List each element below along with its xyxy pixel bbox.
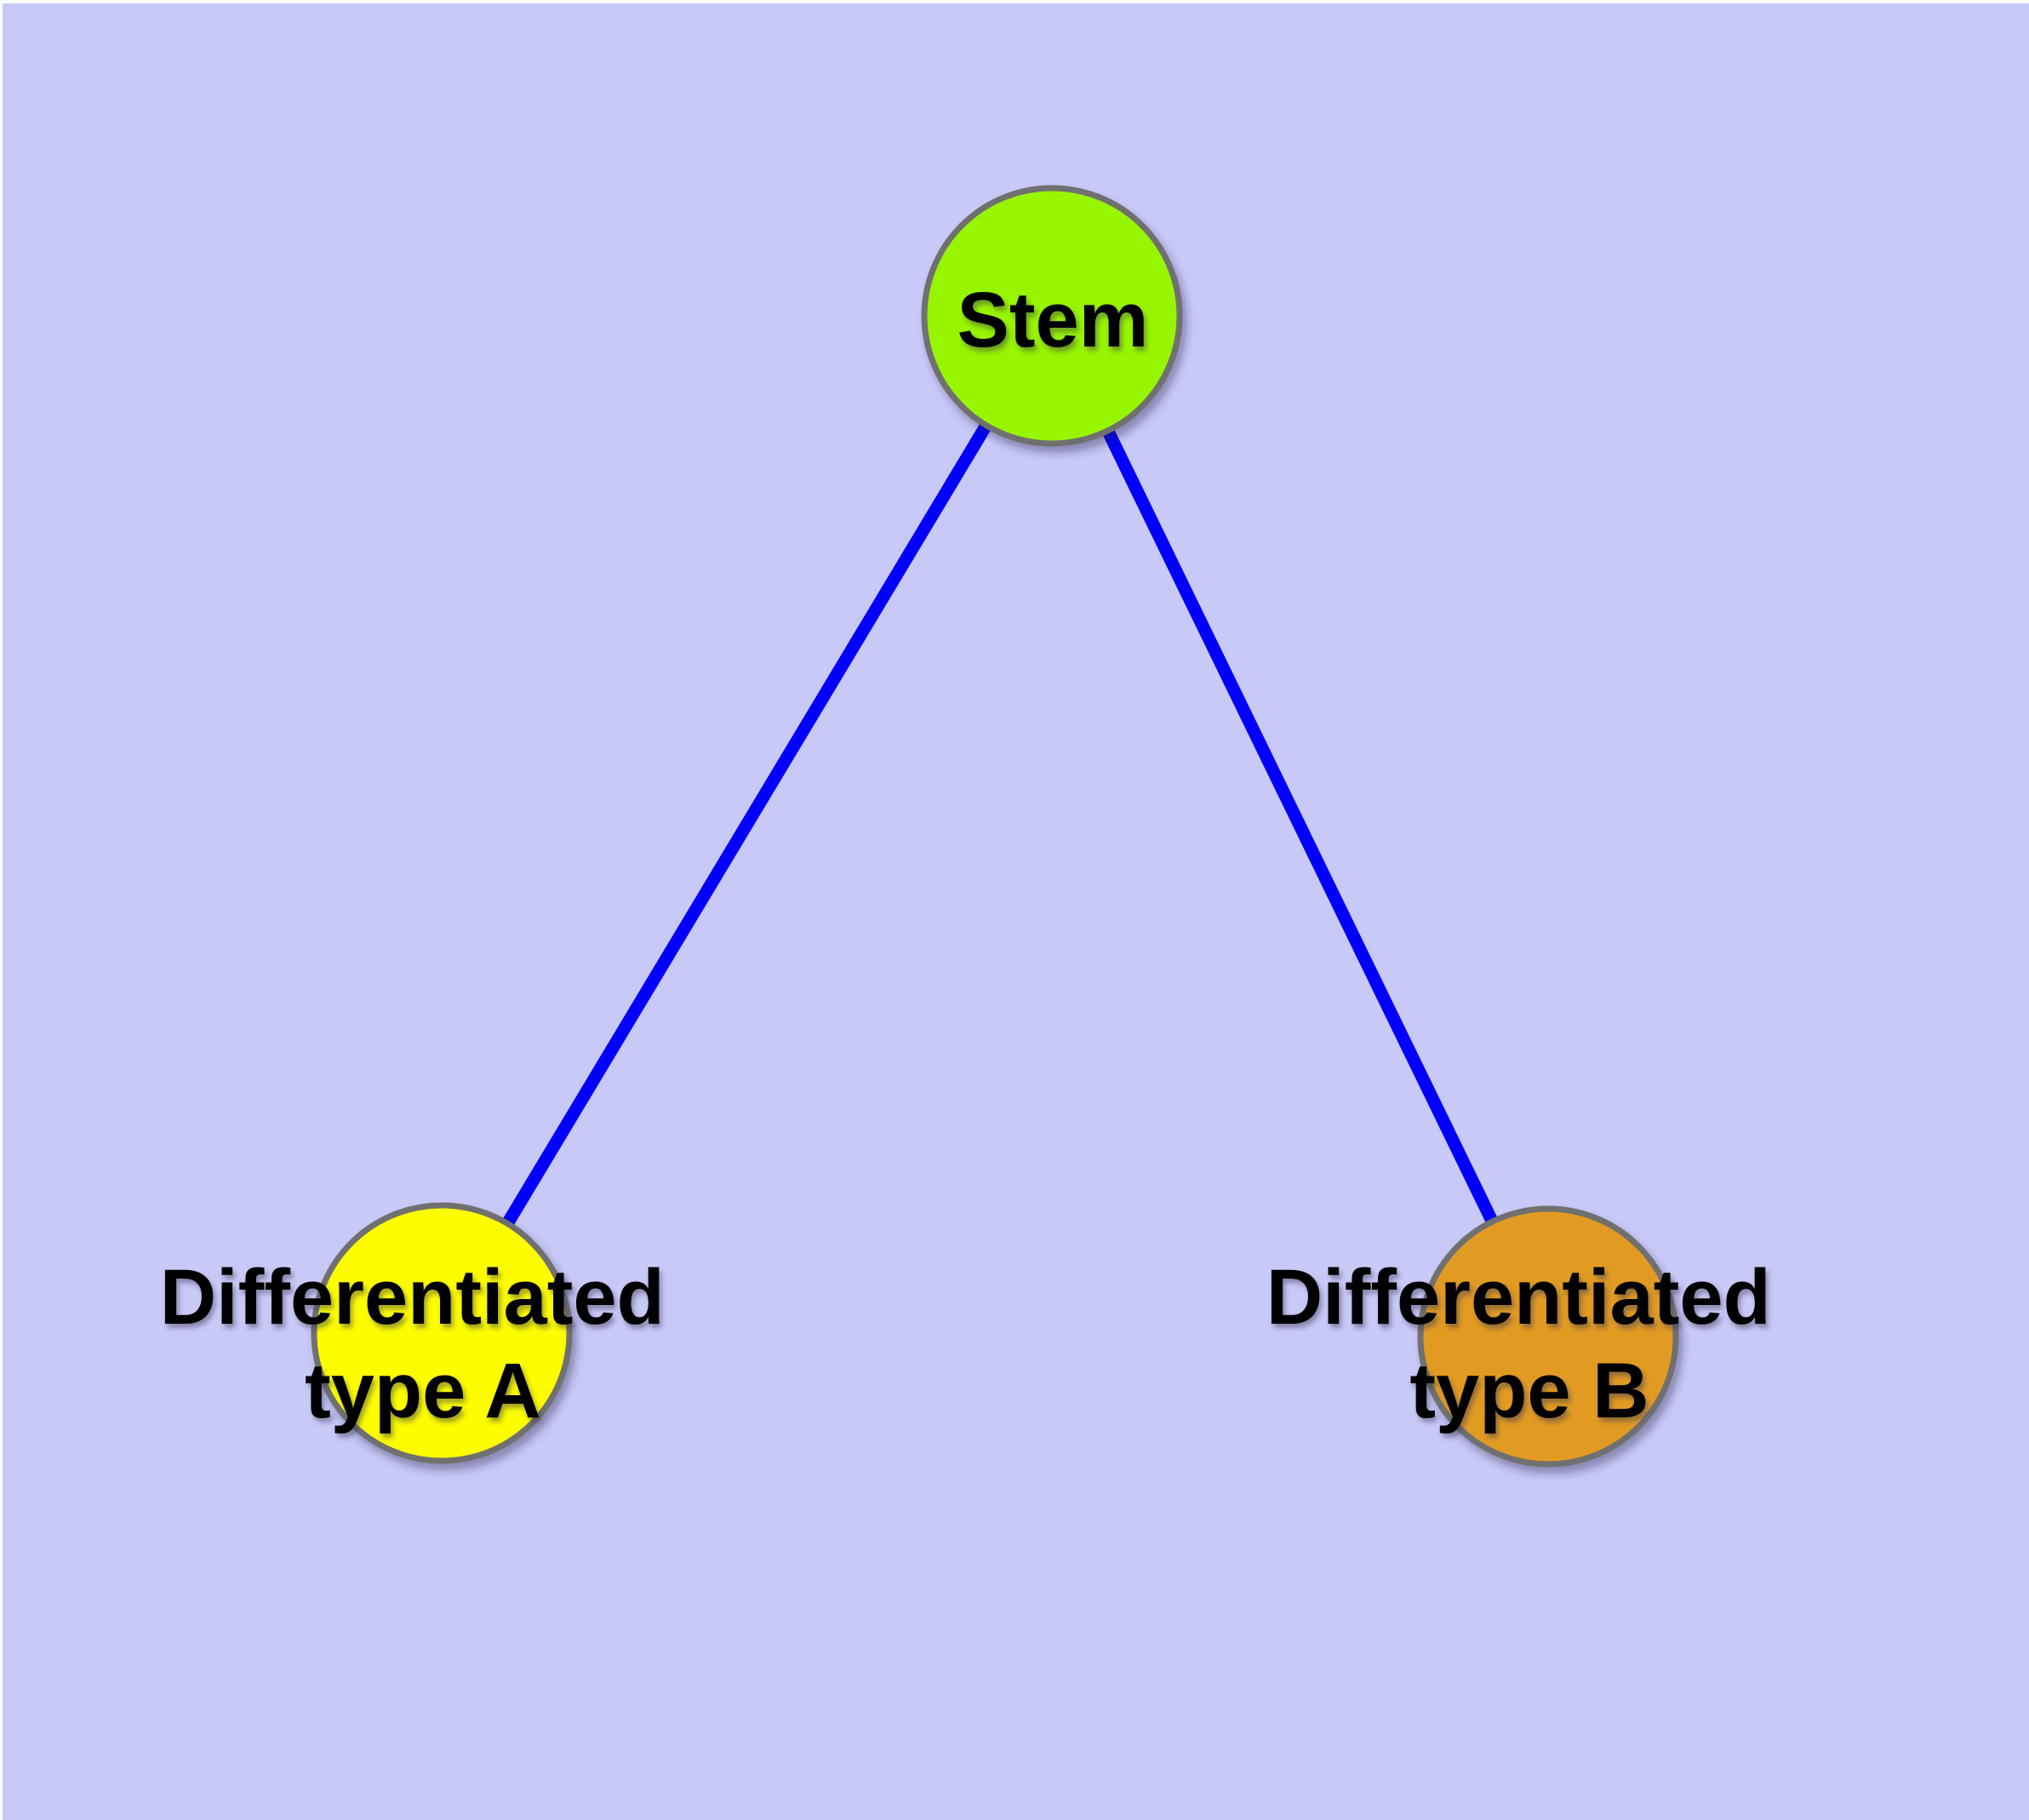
node-differentiated-type-b[interactable]: Differentiated type B [1266, 1205, 1793, 1468]
node-type-a-circle[interactable] [311, 1202, 573, 1464]
edge-stem-to-type-b[interactable] [1046, 312, 1554, 1340]
node-type-a-label-line1: Differentiated [160, 1254, 665, 1341]
node-type-b-circle[interactable] [1417, 1205, 1679, 1468]
node-stem-label: Stem [957, 277, 1149, 363]
node-stem-circle[interactable] [921, 185, 1183, 447]
node-differentiated-type-a[interactable]: Differentiated type A [160, 1202, 687, 1464]
node-type-a-label: Differentiated type A [160, 1254, 687, 1434]
node-stem[interactable]: Stem [921, 185, 1183, 447]
edge-stem-to-type-a[interactable] [436, 312, 1058, 1336]
node-type-a-label-line2: type A [305, 1348, 541, 1434]
node-type-b-label-line2: type B [1409, 1348, 1649, 1434]
node-type-b-label: Differentiated type B [1266, 1254, 1793, 1434]
node-type-b-label-line1: Differentiated [1266, 1254, 1771, 1341]
